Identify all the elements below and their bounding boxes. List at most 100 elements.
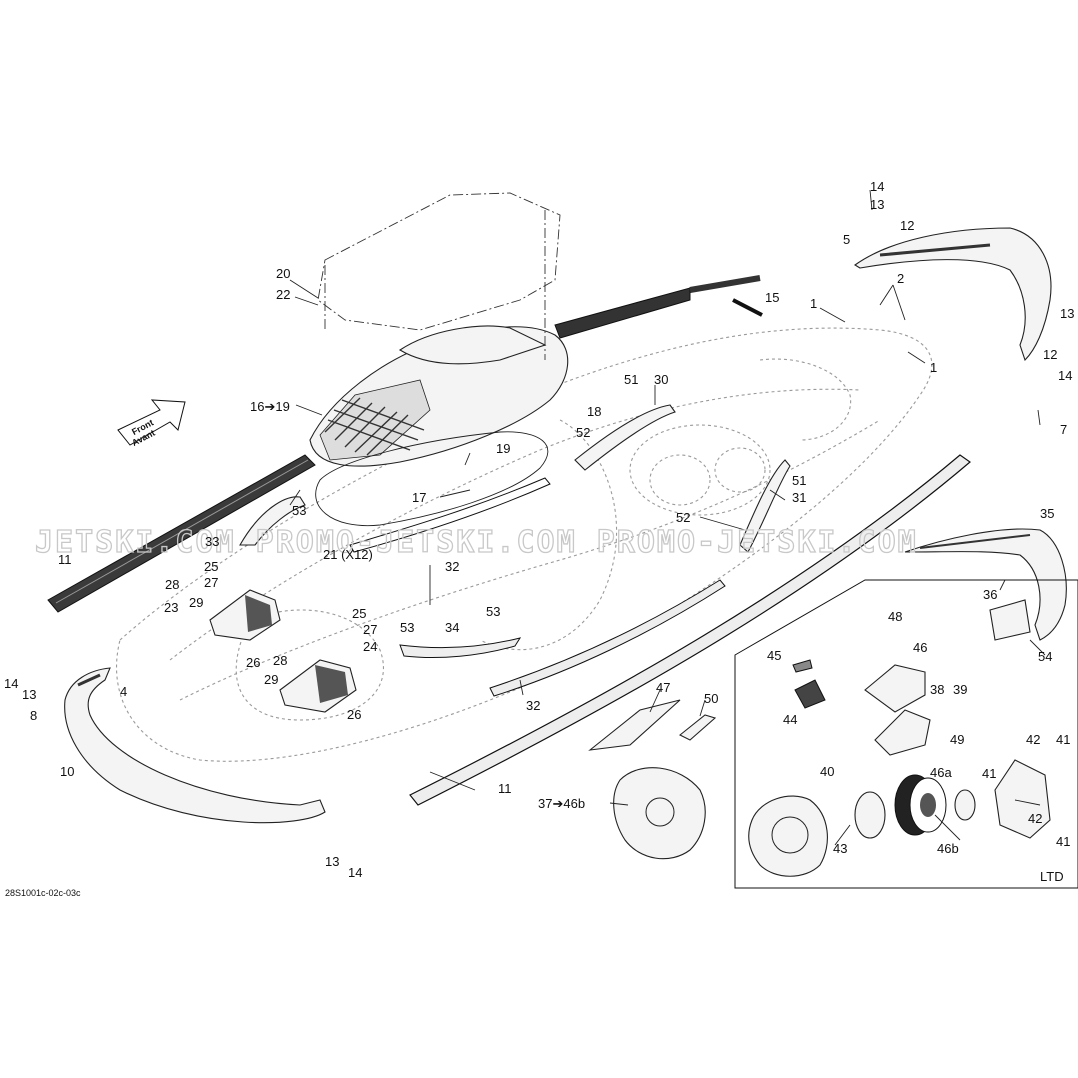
callout-13d: 13	[325, 854, 339, 869]
callout-28a: 28	[165, 577, 179, 592]
callout-22: 22	[276, 287, 290, 302]
callout-34: 34	[445, 620, 459, 635]
callout-42a: 42	[1026, 732, 1040, 747]
callout-5: 5	[843, 232, 850, 247]
front-bumper	[64, 667, 326, 824]
callout-32b: 32	[526, 698, 540, 713]
watermark-text: JETSKI.COM PROMO-JETSKI.COM PROMO-JETSKI…	[35, 525, 918, 560]
seat-storage-cover	[309, 325, 569, 467]
ltd-bracket-46	[864, 664, 926, 713]
handle-23	[209, 589, 281, 641]
callout-51b: 51	[792, 473, 806, 488]
callout-46: 46	[913, 640, 927, 655]
callout-41a: 41	[1056, 732, 1070, 747]
ltd-housing-detail	[748, 795, 828, 877]
callout-29b: 29	[264, 672, 278, 687]
inset-label-ltd: LTD	[1040, 869, 1064, 884]
callout-19: 19	[496, 441, 510, 456]
ltd-cover-plate	[994, 759, 1051, 839]
callout-1a: 1	[810, 296, 817, 311]
callout-25a: 25	[204, 559, 218, 574]
callout-46a: 46a	[930, 765, 952, 780]
callout-8: 8	[30, 708, 37, 723]
callout-2: 2	[897, 271, 904, 286]
rear-side-bumper	[904, 528, 1067, 641]
footrest-strip-32	[489, 579, 726, 697]
callout-21: 21 (X12)	[323, 547, 373, 562]
footrest-strip-34	[399, 637, 522, 659]
ltd-disc	[854, 791, 886, 839]
callout-30: 30	[654, 372, 668, 387]
handle-24	[279, 659, 357, 713]
handle-trim-30	[574, 404, 676, 471]
callout-31: 31	[792, 490, 806, 505]
callout-52b: 52	[676, 510, 690, 525]
callout-41c: 41	[1056, 834, 1070, 849]
callout-11b: 11	[498, 781, 512, 796]
callout-12b: 12	[1043, 347, 1057, 362]
callout-14a: 14	[870, 179, 884, 194]
callout-24: 24	[363, 639, 377, 654]
rear-bumper	[853, 227, 1052, 362]
callout-25b: 25	[352, 606, 366, 621]
grab-handle-33	[239, 496, 306, 546]
callout-23: 23	[164, 600, 178, 615]
clip-15	[732, 298, 763, 317]
drawing-code: 28S1001c-02c-03c	[5, 888, 81, 898]
callout-46b: 46b	[937, 841, 959, 856]
callout-labels: 14 13 12 5 15 1 2 1 13 12 14 7 20 22 16➔…	[4, 179, 1074, 898]
upper-rub-strip	[554, 287, 691, 339]
callout-14c: 14	[4, 676, 18, 691]
ltd-cap-45	[792, 659, 813, 673]
callout-51a: 51	[624, 372, 638, 387]
callout-33: 33	[205, 534, 219, 549]
callout-53a: 53	[292, 503, 306, 518]
callout-18: 18	[587, 404, 601, 419]
callout-13b: 13	[1060, 306, 1074, 321]
callout-11a: 11	[58, 552, 72, 567]
trim-47	[588, 699, 681, 751]
callout-13a: 13	[870, 197, 884, 212]
callout-12a: 12	[900, 218, 914, 233]
callout-53b: 53	[400, 620, 414, 635]
callout-53c: 53	[486, 604, 500, 619]
panel-54	[989, 599, 1031, 641]
callout-15: 15	[765, 290, 779, 305]
front-direction-arrow: Front Avant	[117, 399, 186, 448]
callout-40: 40	[820, 764, 834, 779]
ltd-wheel	[894, 774, 947, 836]
ltd-housing-main	[613, 767, 706, 860]
callout-42b: 42	[1028, 811, 1042, 826]
callout-32a: 32	[445, 559, 459, 574]
callout-16-19: 16➔19	[250, 399, 290, 414]
callout-38: 38	[930, 682, 944, 697]
gunwale-strip-right	[409, 454, 971, 806]
ltd-inset-frame	[734, 579, 1078, 889]
seal-ring	[315, 431, 549, 527]
ltd-washer	[954, 789, 976, 821]
callout-26b: 26	[347, 707, 361, 722]
callout-49: 49	[950, 732, 964, 747]
callout-4: 4	[120, 684, 127, 699]
callout-37-46b: 37➔46b	[538, 796, 585, 811]
callout-52a: 52	[576, 425, 590, 440]
gunwale-strip-left	[47, 454, 316, 613]
callout-44: 44	[783, 712, 797, 727]
callout-28b: 28	[273, 653, 287, 668]
upper-rub-strip-rear	[689, 275, 761, 293]
callout-20: 20	[276, 266, 290, 281]
callout-1b: 1	[930, 360, 937, 375]
callout-39: 39	[953, 682, 967, 697]
callout-43: 43	[833, 841, 847, 856]
callout-45: 45	[767, 648, 781, 663]
callout-27a: 27	[204, 575, 218, 590]
hood-gasket-boundary	[317, 192, 561, 360]
callout-7: 7	[1060, 422, 1067, 437]
callout-41b: 41	[982, 766, 996, 781]
callout-13c: 13	[22, 687, 36, 702]
ltd-cap-44	[794, 679, 826, 709]
handle-trim-31	[739, 459, 791, 553]
callout-10: 10	[60, 764, 74, 779]
callout-50: 50	[704, 691, 718, 706]
